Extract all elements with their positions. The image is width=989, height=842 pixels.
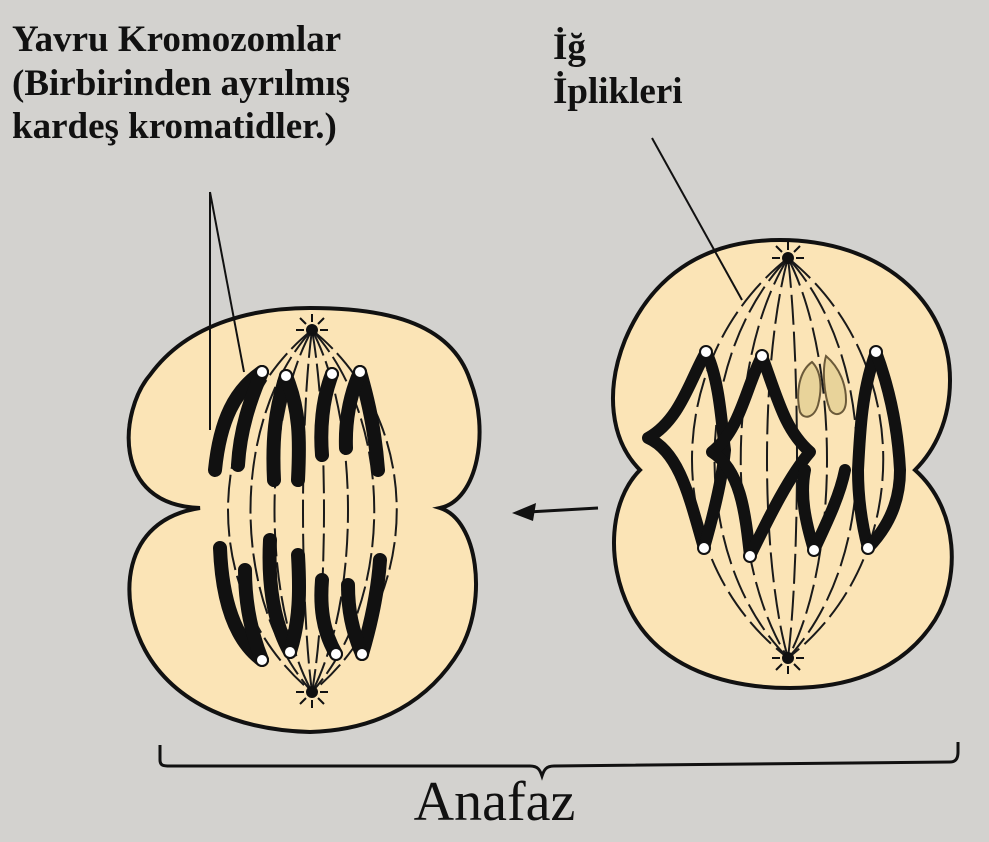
stage-title: Anafaz <box>0 770 989 834</box>
early-anaphase-cell <box>613 240 952 688</box>
late-anaphase-cell <box>129 308 480 732</box>
left-cell-membrane <box>129 308 480 732</box>
progression-arrow <box>512 503 598 521</box>
